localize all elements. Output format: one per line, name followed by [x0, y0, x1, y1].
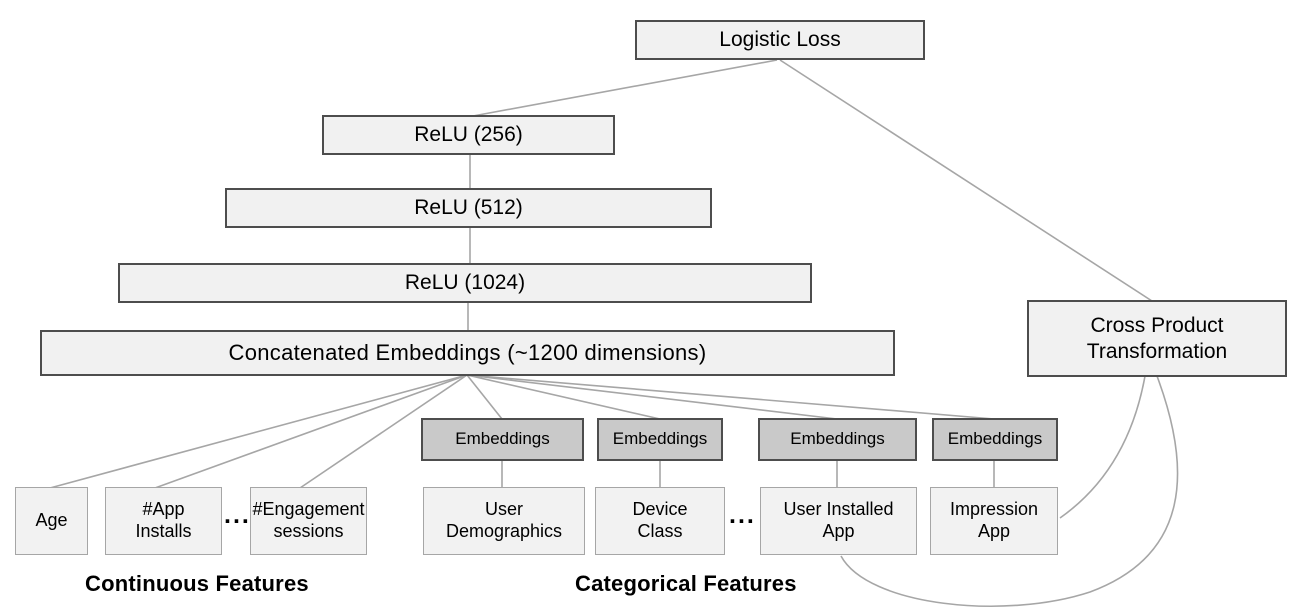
node-embeddings-user-demographics: Embeddings	[421, 418, 584, 461]
edge-concat-emb4	[466, 374, 995, 420]
node-concatenated-embeddings: Concatenated Embeddings (~1200 dimension…	[40, 330, 895, 376]
node-relu-512: ReLU (512)	[225, 188, 712, 228]
edge-crossproduct-impressionapp	[1059, 375, 1146, 519]
edge-concat-appinstalls	[154, 374, 468, 489]
categorical-features-label: Categorical Features	[575, 571, 797, 596]
edge-loss-relu256	[472, 59, 778, 117]
node-relu-256: ReLU (256)	[322, 115, 615, 155]
node-user-demographics: User Demographics	[423, 487, 585, 555]
node-relu-1024: ReLU (1024)	[118, 263, 812, 303]
node-embeddings-device-class: Embeddings	[597, 418, 723, 461]
edge-concat-engagement	[299, 374, 468, 489]
edge-loss-crossproduct	[779, 59, 1153, 302]
categorical-ellipsis: ...	[729, 501, 756, 529]
node-embeddings-user-installed-app: Embeddings	[758, 418, 917, 461]
node-engagement-sessions: #Engagement sessions	[250, 487, 367, 555]
edge-concat-age	[49, 374, 468, 489]
node-embeddings-impression-app: Embeddings	[932, 418, 1058, 461]
continuous-ellipsis: ...	[224, 501, 251, 529]
node-device-class: Device Class	[595, 487, 725, 555]
node-age: Age	[15, 487, 88, 555]
edge-crossproduct-userinstalledapp	[840, 375, 1179, 608]
node-logistic-loss: Logistic Loss	[635, 20, 925, 60]
node-impression-app: Impression App	[930, 487, 1058, 555]
node-user-installed-app: User Installed App	[760, 487, 917, 555]
edge-concat-emb3	[466, 374, 838, 420]
node-app-installs: #App Installs	[105, 487, 222, 555]
edge-concat-emb2	[466, 374, 661, 420]
continuous-features-label: Continuous Features	[85, 571, 309, 596]
node-cross-product-transformation: Cross Product Transformation	[1027, 300, 1287, 377]
edge-concat-emb1	[466, 374, 503, 420]
